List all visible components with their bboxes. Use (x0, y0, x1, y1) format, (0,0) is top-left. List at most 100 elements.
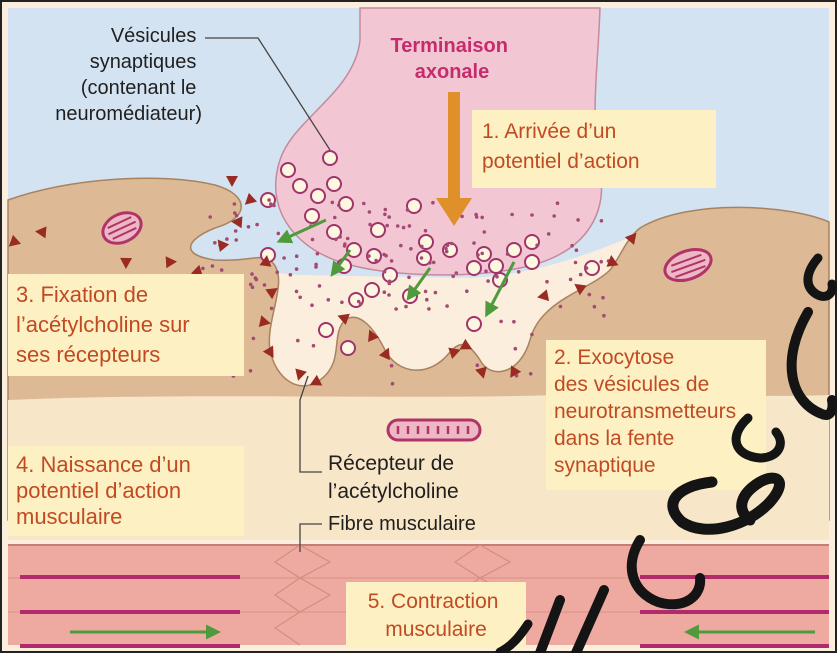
acetylcholine-molecule (476, 363, 480, 367)
acetylcholine-molecule (311, 238, 315, 242)
acetylcholine-molecule (357, 300, 361, 304)
synaptic-vesicle (365, 283, 379, 297)
synaptic-vesicle (305, 209, 319, 223)
synaptic-vesicle (525, 255, 539, 269)
acetylcholine-molecule (220, 268, 224, 272)
acetylcholine-molecule (282, 256, 286, 260)
acetylcholine-molecule (432, 261, 436, 265)
acetylcholine-molecule (406, 208, 410, 212)
acetylcholine-molecule (480, 252, 484, 256)
acetylcholine-molecule (295, 290, 299, 294)
acetylcholine-molecule (450, 242, 454, 246)
acetylcholine-molecule (517, 270, 521, 274)
acetylcholine-molecule (368, 210, 372, 214)
acetylcholine-molecule (310, 303, 314, 307)
acetylcholine-molecule (252, 337, 256, 341)
acetylcholine-molecule (396, 224, 400, 228)
synaptic-vesicle (467, 317, 481, 331)
acetylcholine-molecule (333, 216, 337, 220)
acetylcholine-molecule (402, 226, 406, 230)
acetylcholine-molecule (394, 307, 398, 311)
acetylcholine-molecule (391, 382, 395, 386)
acetylcholine-molecule (213, 241, 217, 245)
synaptic-vesicle (371, 223, 385, 237)
acetylcholine-molecule (602, 314, 606, 318)
synaptic-vesicle (293, 179, 307, 193)
acetylcholine-molecule (575, 248, 579, 252)
acetylcholine-molecule (211, 264, 215, 268)
acetylcholine-molecule (343, 242, 347, 246)
acetylcholine-molecule (249, 369, 253, 373)
acetylcholine-molecule (545, 280, 549, 284)
acetylcholine-molecule (424, 290, 428, 294)
acetylcholine-molecule (599, 260, 603, 264)
acetylcholine-molecule (570, 244, 574, 248)
acetylcholine-molecule (384, 208, 388, 212)
acetylcholine-molecule (263, 283, 267, 287)
acetylcholine-molecule (269, 202, 273, 206)
fiber-label: Fibre musculaire (328, 513, 476, 535)
synaptic-vesicle (489, 259, 503, 273)
acetylcholine-molecule (208, 215, 212, 219)
synaptic-vesicle (327, 177, 341, 191)
synaptic-vesicle (319, 323, 333, 337)
acetylcholine-molecule (444, 247, 448, 251)
acetylcholine-molecule (445, 304, 449, 308)
acetylcholine-molecule (340, 301, 344, 305)
acetylcholine-molecule (529, 372, 533, 376)
acetylcholine-molecule (585, 266, 589, 270)
acetylcholine-molecule (601, 296, 605, 300)
acetylcholine-molecule (225, 237, 229, 241)
acetylcholine-molecule (579, 273, 583, 277)
acetylcholine-molecule (530, 333, 534, 337)
synaptic-vesicle (407, 199, 421, 213)
acetylcholine-molecule (486, 279, 490, 283)
acetylcholine-molecule (346, 237, 350, 241)
acetylcholine-molecule (427, 307, 431, 311)
synaptic-vesicle (467, 261, 481, 275)
acetylcholine-molecule (201, 267, 205, 271)
acetylcholine-molecule (327, 298, 331, 302)
acetylcholine-molecule (385, 224, 389, 228)
acetylcholine-molecule (455, 271, 459, 275)
acetylcholine-molecule (547, 232, 551, 236)
acetylcholine-molecule (275, 271, 279, 275)
acetylcholine-molecule (367, 254, 371, 258)
acetylcholine-molecule (483, 230, 487, 234)
acetylcholine-molecule (272, 204, 276, 208)
acetylcholine-molecule (289, 273, 293, 277)
acetylcholine-molecule (593, 305, 597, 309)
acetylcholine-molecule (296, 339, 300, 343)
acetylcholine-molecule (535, 244, 539, 248)
acetylcholine-molecule (374, 259, 378, 263)
acetylcholine-molecule (316, 252, 320, 256)
acetylcholine-molecule (388, 280, 392, 284)
acetylcholine-molecule (446, 243, 450, 247)
synaptic-vesicle (341, 341, 355, 355)
acetylcholine-molecule (445, 250, 449, 254)
acetylcholine-molecule (431, 201, 435, 205)
acetylcholine-molecule (387, 215, 391, 219)
acetylcholine-molecule (267, 198, 271, 202)
acetylcholine-molecule (233, 202, 237, 206)
acetylcholine-molecule (247, 225, 251, 229)
acetylcholine-molecule (314, 263, 318, 267)
synaptic-vesicle (339, 197, 353, 211)
acetylcholine-molecule (510, 213, 514, 217)
acetylcholine-molecule (480, 216, 484, 220)
acetylcholine-molecule (428, 261, 432, 265)
acetylcholine-molecule (390, 364, 394, 368)
acetylcholine-molecule (234, 238, 238, 242)
acetylcholine-molecule (382, 253, 386, 257)
acetylcholine-molecule (368, 223, 372, 227)
acetylcholine-molecule (270, 307, 274, 311)
acetylcholine-molecule (420, 245, 424, 249)
acetylcholine-molecule (337, 203, 341, 207)
acetylcholine-molecule (408, 224, 412, 228)
acetylcholine-molecule (506, 252, 510, 256)
acetylcholine-molecule (251, 286, 255, 290)
synaptic-vesicle (311, 189, 325, 203)
acetylcholine-molecule (552, 214, 556, 218)
acetylcholine-molecule (420, 256, 424, 260)
